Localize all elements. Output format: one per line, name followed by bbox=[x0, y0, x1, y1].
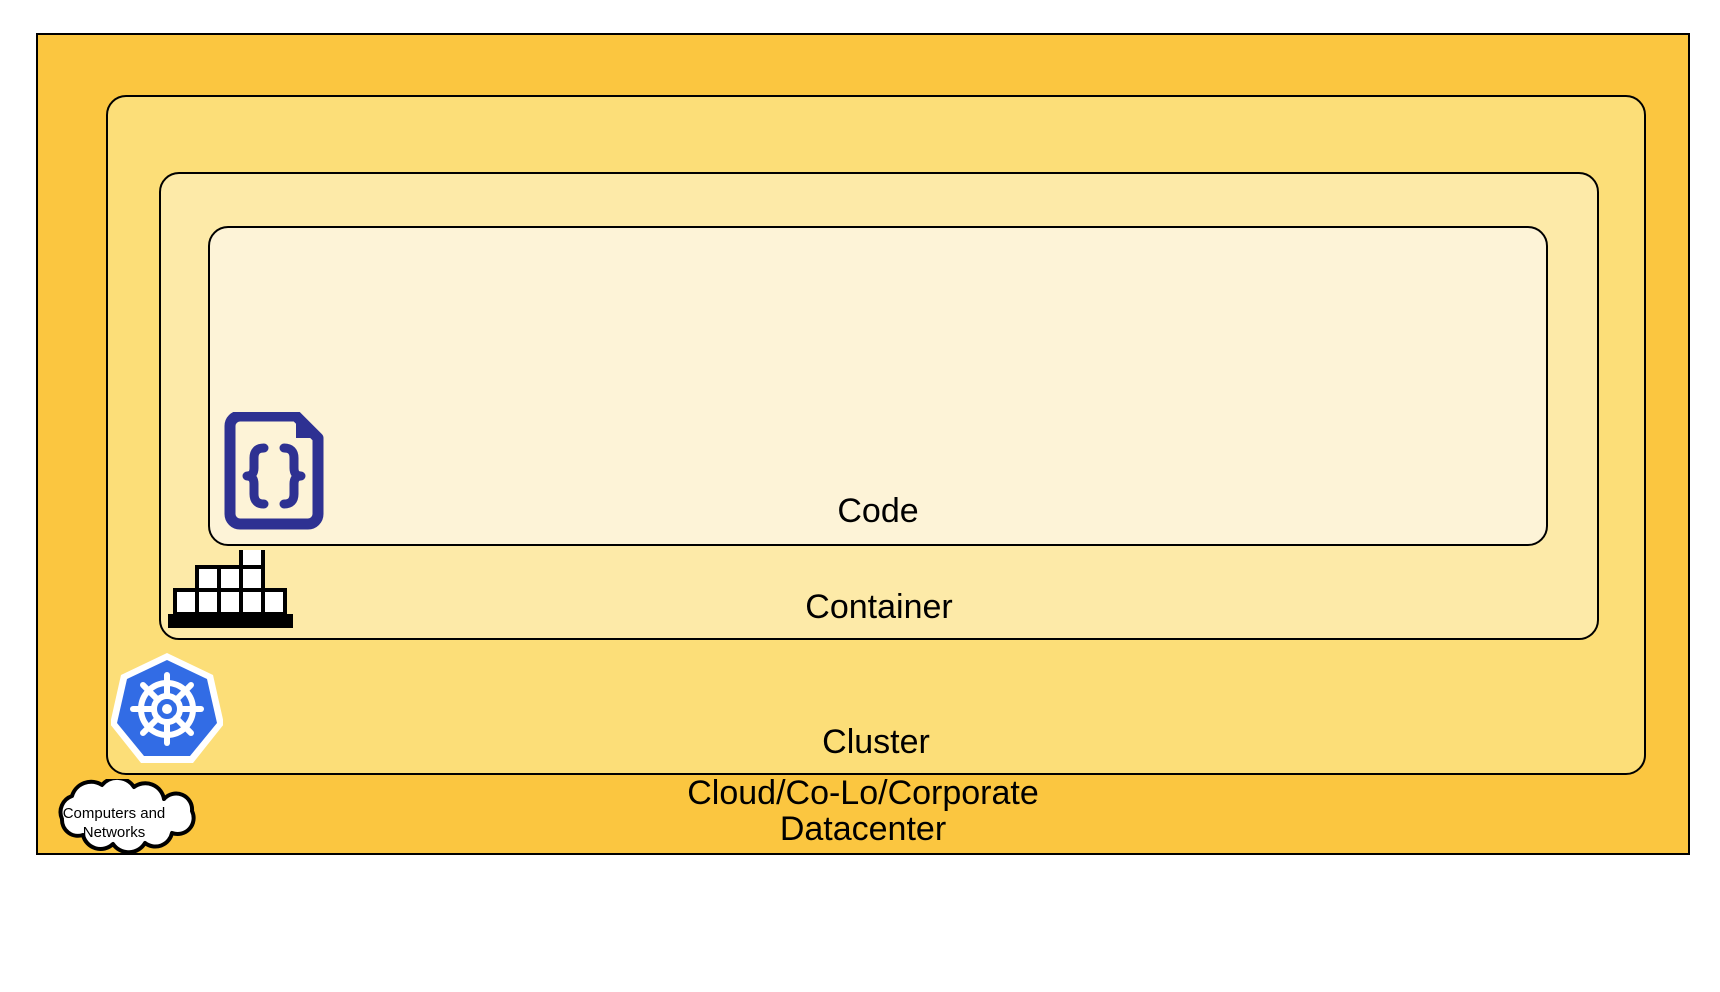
layer-datacenter: Code Container Cluster Cloud/Co-Lo/Corpo… bbox=[36, 33, 1690, 855]
layer-label-datacenter: Cloud/Co-Lo/Corporate Datacenter bbox=[687, 774, 1039, 848]
layer-label-code: Code bbox=[837, 492, 919, 530]
layer-label-container: Container bbox=[805, 588, 953, 626]
container-blocks-icon bbox=[168, 546, 293, 628]
code-file-icon bbox=[218, 410, 330, 532]
layer-cluster: Code Container Cluster bbox=[106, 95, 1646, 775]
kubernetes-icon bbox=[110, 651, 224, 769]
layer-code: Code bbox=[208, 226, 1548, 546]
layer-container: Code Container bbox=[159, 172, 1599, 640]
cloud-icon: Computers and Networks bbox=[28, 775, 200, 867]
layer-label-cluster: Cluster bbox=[822, 723, 930, 761]
